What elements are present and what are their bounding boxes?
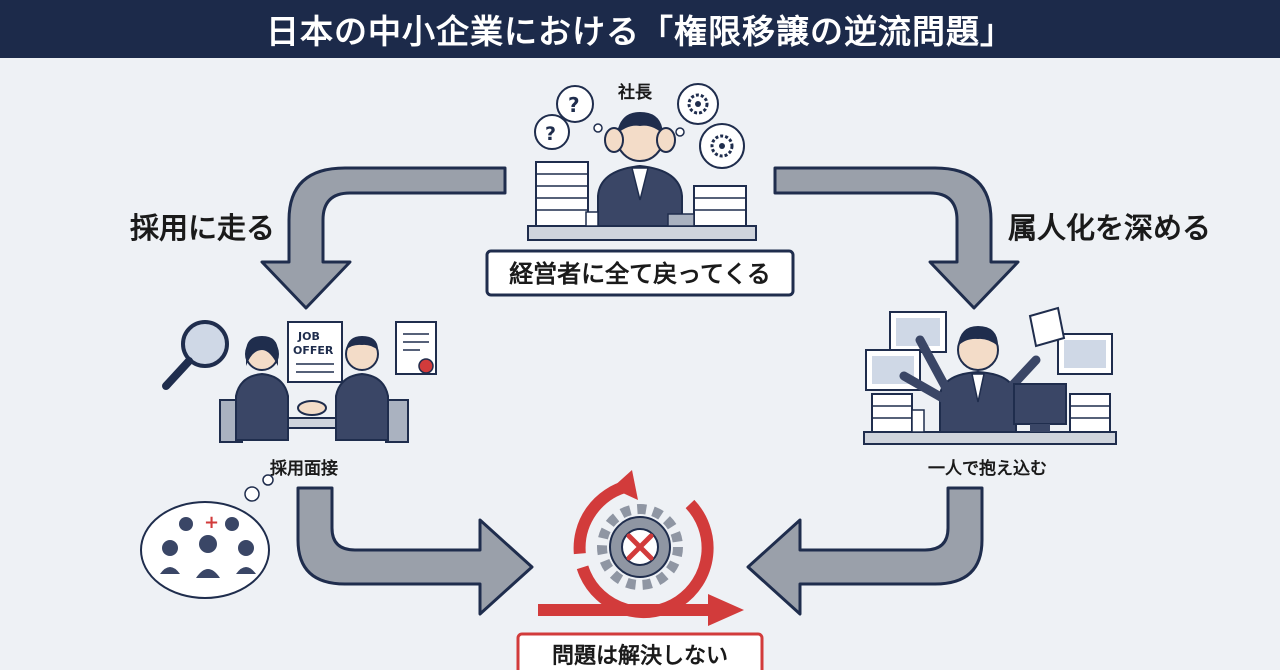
overworked-illustration	[863, 306, 1117, 445]
arrow-siloing-to-result	[746, 486, 984, 616]
overworked-caption: 一人で抱え込む	[928, 458, 1047, 479]
svg-text:+: +	[204, 512, 219, 533]
ceo-illustration: 社長 ? ?	[527, 82, 757, 241]
ceo-label: 社長	[617, 82, 653, 103]
arrow-label-hiring: 採用に走る	[130, 211, 275, 245]
arrow-hiring-to-result	[296, 486, 534, 616]
svg-text:?: ?	[545, 123, 556, 145]
x-mark-icon	[626, 533, 654, 561]
arrow-label-siloing: 属人化を深める	[1008, 211, 1211, 245]
job-offer-text-2: OFFER	[293, 344, 334, 357]
team-thought-bubble-icon: +	[140, 474, 274, 599]
question-bubble-icon: ? ?	[534, 85, 603, 150]
hiring-illustration: JOB OFFER	[162, 320, 437, 443]
hiring-caption: 採用面接	[270, 458, 338, 479]
gear-bubble-icon	[675, 83, 745, 169]
job-offer-text-1: JOB	[297, 330, 320, 343]
job-offer-document-icon: JOB OFFER	[287, 321, 343, 383]
arrow-to-siloing	[773, 166, 1020, 310]
magnifier-icon	[162, 320, 229, 390]
result-box-text: 問題は解決しない	[552, 643, 728, 669]
arrow-to-hiring	[260, 166, 507, 310]
header-bar: 日本の中小企業における「権限移譲の逆流問題」	[0, 0, 1280, 58]
page-title: 日本の中小企業における「権限移譲の逆流問題」	[266, 12, 1014, 51]
svg-text:?: ?	[568, 93, 580, 117]
result-box: 問題は解決しない	[516, 632, 764, 670]
cycle-diagram: 採用に走る 属人化を深める 社長 ? ?	[130, 82, 1211, 670]
center-box-text: 経営者に全て戻ってくる	[509, 260, 771, 288]
paper-stack-icon	[535, 161, 747, 227]
center-box: 経営者に全て戻ってくる	[485, 249, 795, 297]
certificate-icon	[395, 321, 437, 375]
broken-cycle-icon	[538, 470, 744, 626]
